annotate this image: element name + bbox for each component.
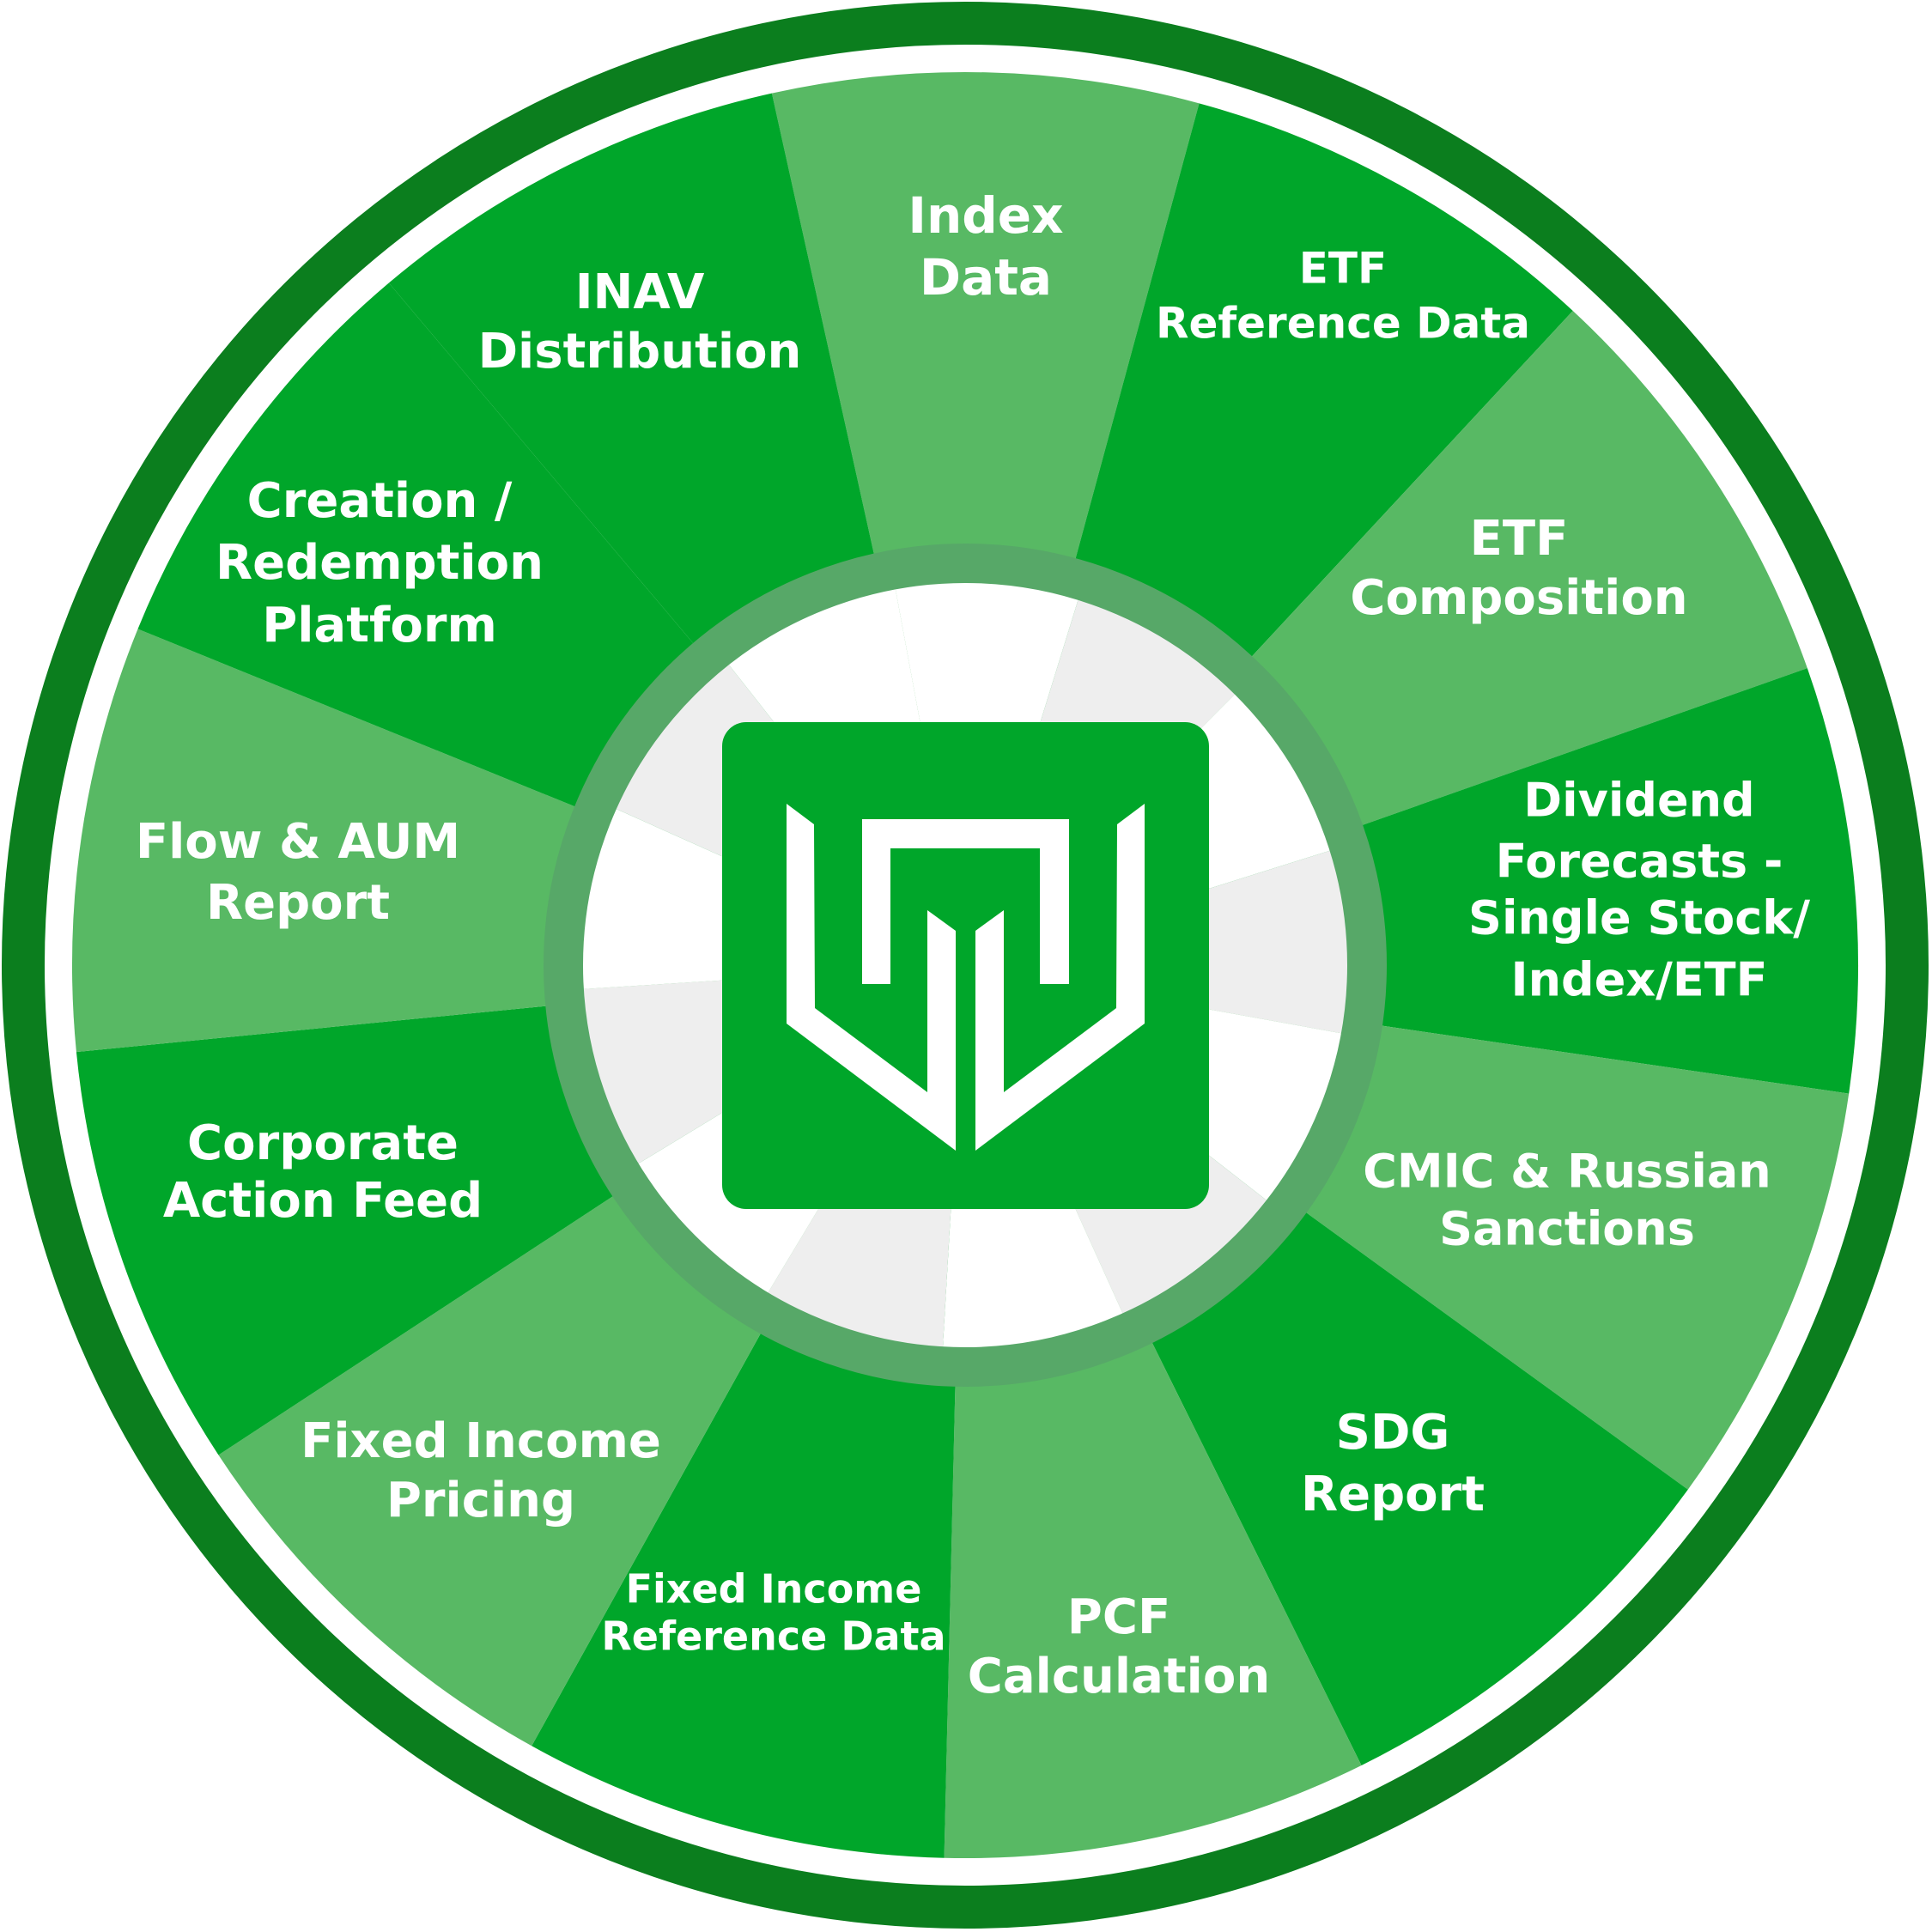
- logo-background: [722, 722, 1209, 1209]
- segment-label-line: Fixed Income: [626, 1566, 922, 1613]
- segment-label-line: Calculation: [968, 1649, 1270, 1704]
- segment-label-line: Creation /: [247, 473, 513, 529]
- logo: [722, 722, 1209, 1209]
- segment-label-line: Action Feed: [163, 1173, 483, 1229]
- segment-label-line: SDG: [1336, 1405, 1450, 1461]
- segment-label-line: Index/ETF: [1511, 953, 1768, 1007]
- segment-label-line: ETF: [1470, 511, 1569, 567]
- segment-label-line: PCF: [1067, 1589, 1170, 1645]
- segment-label-line: Dividend: [1523, 774, 1754, 828]
- segment-label-line: Data: [920, 248, 1052, 307]
- segment-label-line: Single Stock/: [1468, 891, 1810, 945]
- segment-label-line: Fixed Income: [301, 1413, 661, 1469]
- segment-label-line: Reference Data: [1156, 299, 1530, 349]
- segment-label-line: Flow & AUM: [136, 814, 460, 870]
- segment-wedge: [771, 72, 1200, 966]
- segment-label-line: INAV: [575, 264, 705, 320]
- shield-w-logo-icon: [787, 804, 1145, 1151]
- segment-label-line: Report: [206, 875, 390, 931]
- segment-label-line: CMIC & Russian: [1363, 1145, 1771, 1199]
- segment-label-line: Pricing: [386, 1473, 575, 1528]
- segment-label-line: Composition: [1350, 570, 1687, 626]
- segment-label-line: Distribution: [478, 324, 802, 380]
- segment-label-line: Sanctions: [1439, 1202, 1695, 1256]
- segment-label-line: ETF: [1299, 244, 1387, 294]
- segment-label-line: Reference Data: [601, 1613, 945, 1660]
- segment-label-line: Corporate: [187, 1115, 459, 1171]
- inner-ring: [544, 544, 1387, 1387]
- segment-label-line: Index: [908, 186, 1063, 245]
- segment-label-line: Forecasts -: [1496, 835, 1783, 889]
- segment-label: SDG Report: [1301, 1405, 1485, 1522]
- segment-label-line: Redemption: [216, 535, 544, 591]
- segment-label-line: Report: [1301, 1467, 1485, 1522]
- segment-label-line: Platform: [262, 598, 497, 653]
